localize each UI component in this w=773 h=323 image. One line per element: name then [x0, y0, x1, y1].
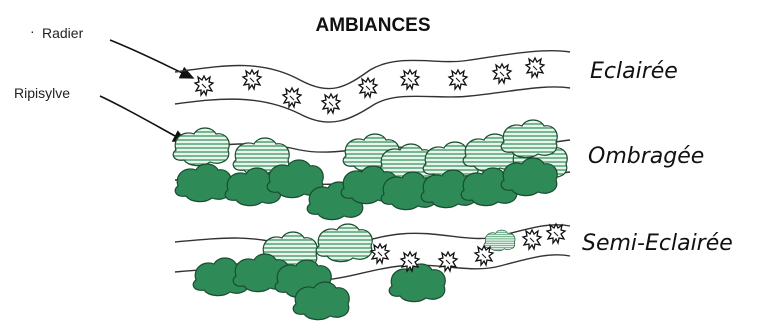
tree-canopy-icon	[316, 224, 372, 262]
radier-tuft-icon	[547, 224, 565, 243]
tree-canopy-icon	[175, 164, 231, 202]
ambiance-label-ombragee: Ombragée	[588, 144, 704, 169]
tree-canopy-icon	[173, 128, 229, 166]
radier-tuft-icon	[475, 246, 493, 265]
radier-tuft-icon	[449, 70, 467, 89]
radier-tuft-icon	[526, 58, 544, 77]
radier-tuft-icon	[523, 230, 541, 249]
radier-tuft-icon	[195, 76, 213, 95]
ripisylve-arrow	[100, 96, 186, 142]
radier-label: Radier	[42, 25, 84, 41]
ripisylve-label: Ripisylve	[14, 85, 70, 101]
radier-tuft-icon	[359, 78, 377, 97]
radier-tuft-icon	[322, 94, 340, 113]
radier-tuft-icon	[401, 70, 419, 89]
tree-canopy-icon	[389, 264, 445, 302]
radier-arrow	[110, 40, 193, 78]
radier-tuft-icon	[493, 64, 511, 83]
ambiance-label-eclairee: Eclairée	[590, 59, 678, 84]
radier-tuft-icon	[243, 70, 261, 89]
diagram-title: AMBIANCES	[315, 15, 430, 36]
river-eclairee	[175, 51, 570, 122]
radier-bullet: ·	[30, 23, 35, 39]
river-semi-eclairee	[175, 224, 570, 320]
radier-tuft-icon	[371, 244, 389, 263]
tree-canopy-icon	[501, 120, 557, 158]
river-ombragee	[173, 120, 570, 220]
ambiance-label-semi-eclairee: Semi-Eclairée	[582, 231, 733, 256]
radier-tuft-icon	[283, 88, 301, 107]
